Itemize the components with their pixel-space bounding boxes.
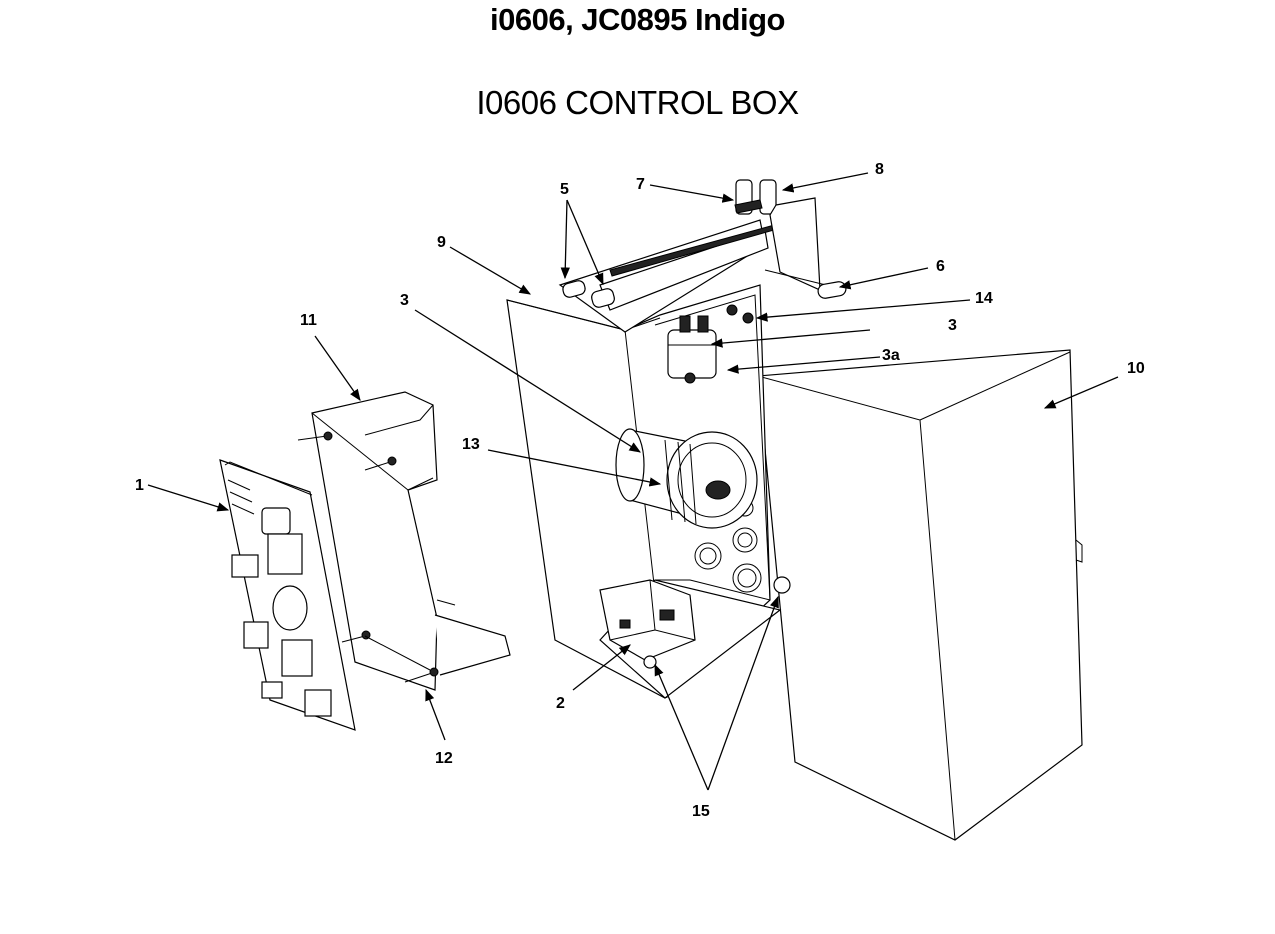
panel-hole-3	[732, 563, 762, 593]
upper-component-3	[667, 315, 717, 384]
relay-8	[759, 179, 777, 215]
panel-hole-1-inner	[699, 547, 717, 565]
panel-hole-1	[694, 542, 722, 570]
leader-lines	[147, 172, 1119, 791]
terminal-block-2	[599, 579, 696, 669]
callout-7: 7	[636, 176, 645, 193]
fuse-holder-left	[562, 280, 586, 298]
top-rail-assembly	[558, 179, 847, 333]
fuse-holder-right	[591, 288, 615, 308]
callout-11: 11	[300, 312, 317, 329]
standoffs-12	[297, 431, 439, 683]
cover-panel	[757, 349, 1083, 841]
callout-labels: 1 2 3 3 3a 5 6 7 8 9 10 11 12 13 14 15	[135, 161, 1145, 820]
callout-5: 5	[560, 181, 569, 198]
callout-6: 6	[936, 258, 945, 275]
mounting-plate-11	[311, 391, 511, 691]
panel-hole-2-inner	[737, 532, 753, 548]
capacitor-13	[615, 428, 758, 529]
callout-8: 8	[875, 161, 884, 178]
panel-hole-2	[732, 527, 758, 553]
page-subtitle: I0606 CONTROL BOX	[476, 84, 799, 121]
callout-14: 14	[975, 290, 993, 307]
callout-3a: 3a	[882, 347, 900, 364]
callout-3-right: 3	[948, 317, 957, 334]
nut-14a	[726, 304, 738, 316]
callout-12: 12	[435, 750, 453, 767]
callout-10: 10	[1127, 360, 1145, 377]
callout-13: 13	[462, 436, 480, 453]
page-title: i0606, JC0895 Indigo	[490, 2, 785, 37]
callout-3-left: 3	[400, 292, 409, 309]
panel-hole-3-inner	[737, 568, 757, 588]
callout-15: 15	[692, 803, 710, 820]
nut-14b	[742, 312, 754, 324]
grommet-right	[773, 576, 791, 594]
circuit-board-1	[219, 459, 356, 731]
callout-1: 1	[135, 477, 144, 494]
callout-9: 9	[437, 234, 446, 251]
callout-2: 2	[556, 695, 565, 712]
